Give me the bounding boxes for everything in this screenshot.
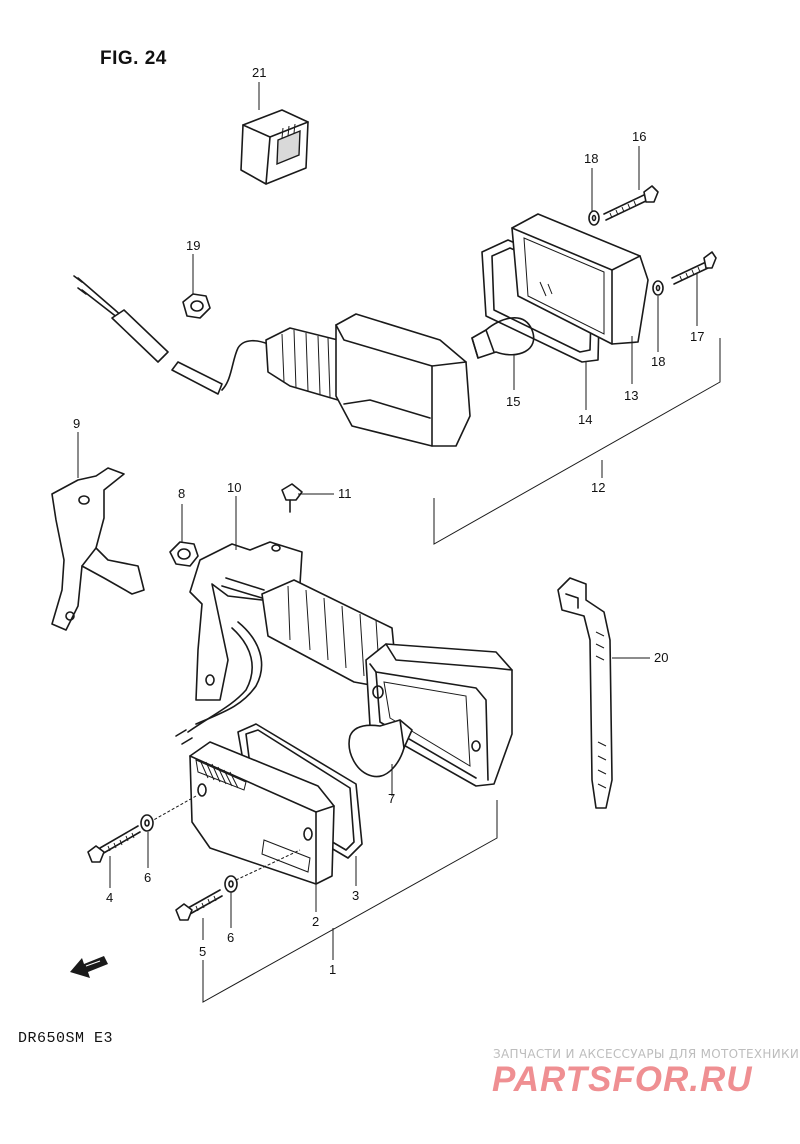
- watermark-tagline: ЗАПЧАСТИ И АКСЕССУАРЫ ДЛЯ МОТОТЕХНИКИ: [493, 1047, 800, 1061]
- gasket-part-14[interactable]: [481, 239, 601, 363]
- screw-part-16[interactable]: [603, 185, 659, 221]
- callout-7: 7: [388, 791, 395, 806]
- washer-part-18a[interactable]: [588, 210, 600, 226]
- bulb-part-7[interactable]: [348, 719, 413, 778]
- callout-17: 17: [690, 329, 704, 344]
- callout-21: 21: [252, 65, 266, 80]
- rear-turn-signal-upper[interactable]: [73, 275, 471, 447]
- callout-18-lower: 18: [651, 354, 665, 369]
- callout-9: 9: [73, 416, 80, 431]
- callout-10: 10: [227, 480, 241, 495]
- figure-title: FIG. 24: [100, 48, 167, 69]
- screw-part-5[interactable]: [175, 889, 223, 921]
- lens-part-13[interactable]: [511, 213, 649, 345]
- leader-lines: [77, 82, 698, 940]
- callout-20: 20: [654, 650, 668, 665]
- callout-2: 2: [312, 914, 319, 929]
- callout-1: 1: [329, 962, 336, 977]
- callout-16: 16: [632, 129, 646, 144]
- nut-part-19[interactable]: [182, 293, 211, 319]
- forward-arrow-icon: [70, 956, 108, 978]
- callout-18-upper: 18: [584, 151, 598, 166]
- rear-turn-signal-lower[interactable]: [175, 577, 513, 787]
- lens-part-2[interactable]: [149, 741, 335, 885]
- washer-part-6b[interactable]: [224, 875, 238, 893]
- callout-13: 13: [624, 388, 638, 403]
- screw-part-17[interactable]: [671, 251, 717, 285]
- callout-12: 12: [591, 480, 605, 495]
- bulb-part-15[interactable]: [471, 317, 535, 359]
- callout-3: 3: [352, 888, 359, 903]
- bracket-part-9[interactable]: [51, 467, 145, 631]
- relay-part-21[interactable]: [240, 109, 309, 185]
- model-code: DR650SM E3: [18, 1030, 114, 1047]
- callout-6-right: 6: [227, 930, 234, 945]
- group-line-1: [202, 800, 498, 1003]
- screw-part-4[interactable]: [87, 825, 141, 863]
- callout-5: 5: [199, 944, 206, 959]
- nut-part-8[interactable]: [169, 541, 199, 567]
- strap-part-20[interactable]: [557, 577, 613, 809]
- screw-part-11[interactable]: [281, 483, 303, 513]
- callout-6-left: 6: [144, 870, 151, 885]
- watermark-logo: PARTSFOR.RU: [492, 1060, 753, 1099]
- group-line-12: [433, 338, 721, 545]
- callout-11: 11: [338, 486, 352, 501]
- callout-8: 8: [178, 486, 185, 501]
- bracket-part-10[interactable]: [189, 541, 303, 701]
- callout-19: 19: [186, 238, 200, 253]
- washer-part-18b[interactable]: [652, 280, 664, 296]
- callout-15: 15: [506, 394, 520, 409]
- callout-4: 4: [106, 890, 113, 905]
- washer-part-6a[interactable]: [140, 814, 154, 832]
- callout-14: 14: [578, 412, 592, 427]
- callout-numbers: 21 19 18 16 17 18 13 14 15 12 9 8 10 11 …: [73, 65, 704, 977]
